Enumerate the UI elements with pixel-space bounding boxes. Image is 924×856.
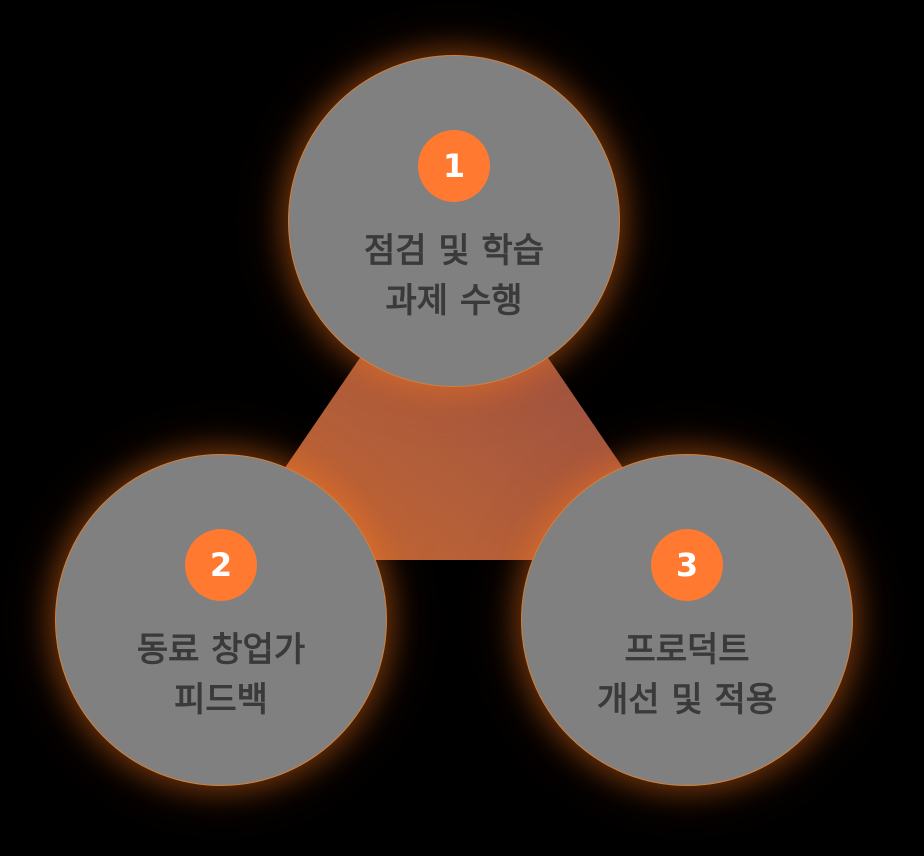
step-circle-3: 3 프로덕트 개선 및 적용 xyxy=(521,454,853,786)
step-label-1: 점검 및 학습 과제 수행 xyxy=(309,226,599,326)
step-label-3-line-1: 프로덕트 xyxy=(624,630,750,670)
step-circle-2: 2 동료 창업가 피드백 xyxy=(55,454,387,786)
step-label-3: 프로덕트 개선 및 적용 xyxy=(542,625,832,725)
step-number-badge-3: 3 xyxy=(651,529,723,601)
step-label-2: 동료 창업가 피드백 xyxy=(76,625,366,725)
step-number-badge-1: 1 xyxy=(418,130,490,202)
triangle-shape xyxy=(222,220,686,560)
step-number-badge-2: 2 xyxy=(185,529,257,601)
step-label-2-line-1: 동료 창업가 xyxy=(136,630,306,670)
step-circle-1: 1 점검 및 학습 과제 수행 xyxy=(288,55,620,387)
step-label-3-line-2: 개선 및 적용 xyxy=(596,680,778,720)
step-label-1-line-2: 과제 수행 xyxy=(385,281,523,321)
step-label-1-line-1: 점검 및 학습 xyxy=(363,231,545,271)
step-label-2-line-2: 피드백 xyxy=(174,680,268,720)
